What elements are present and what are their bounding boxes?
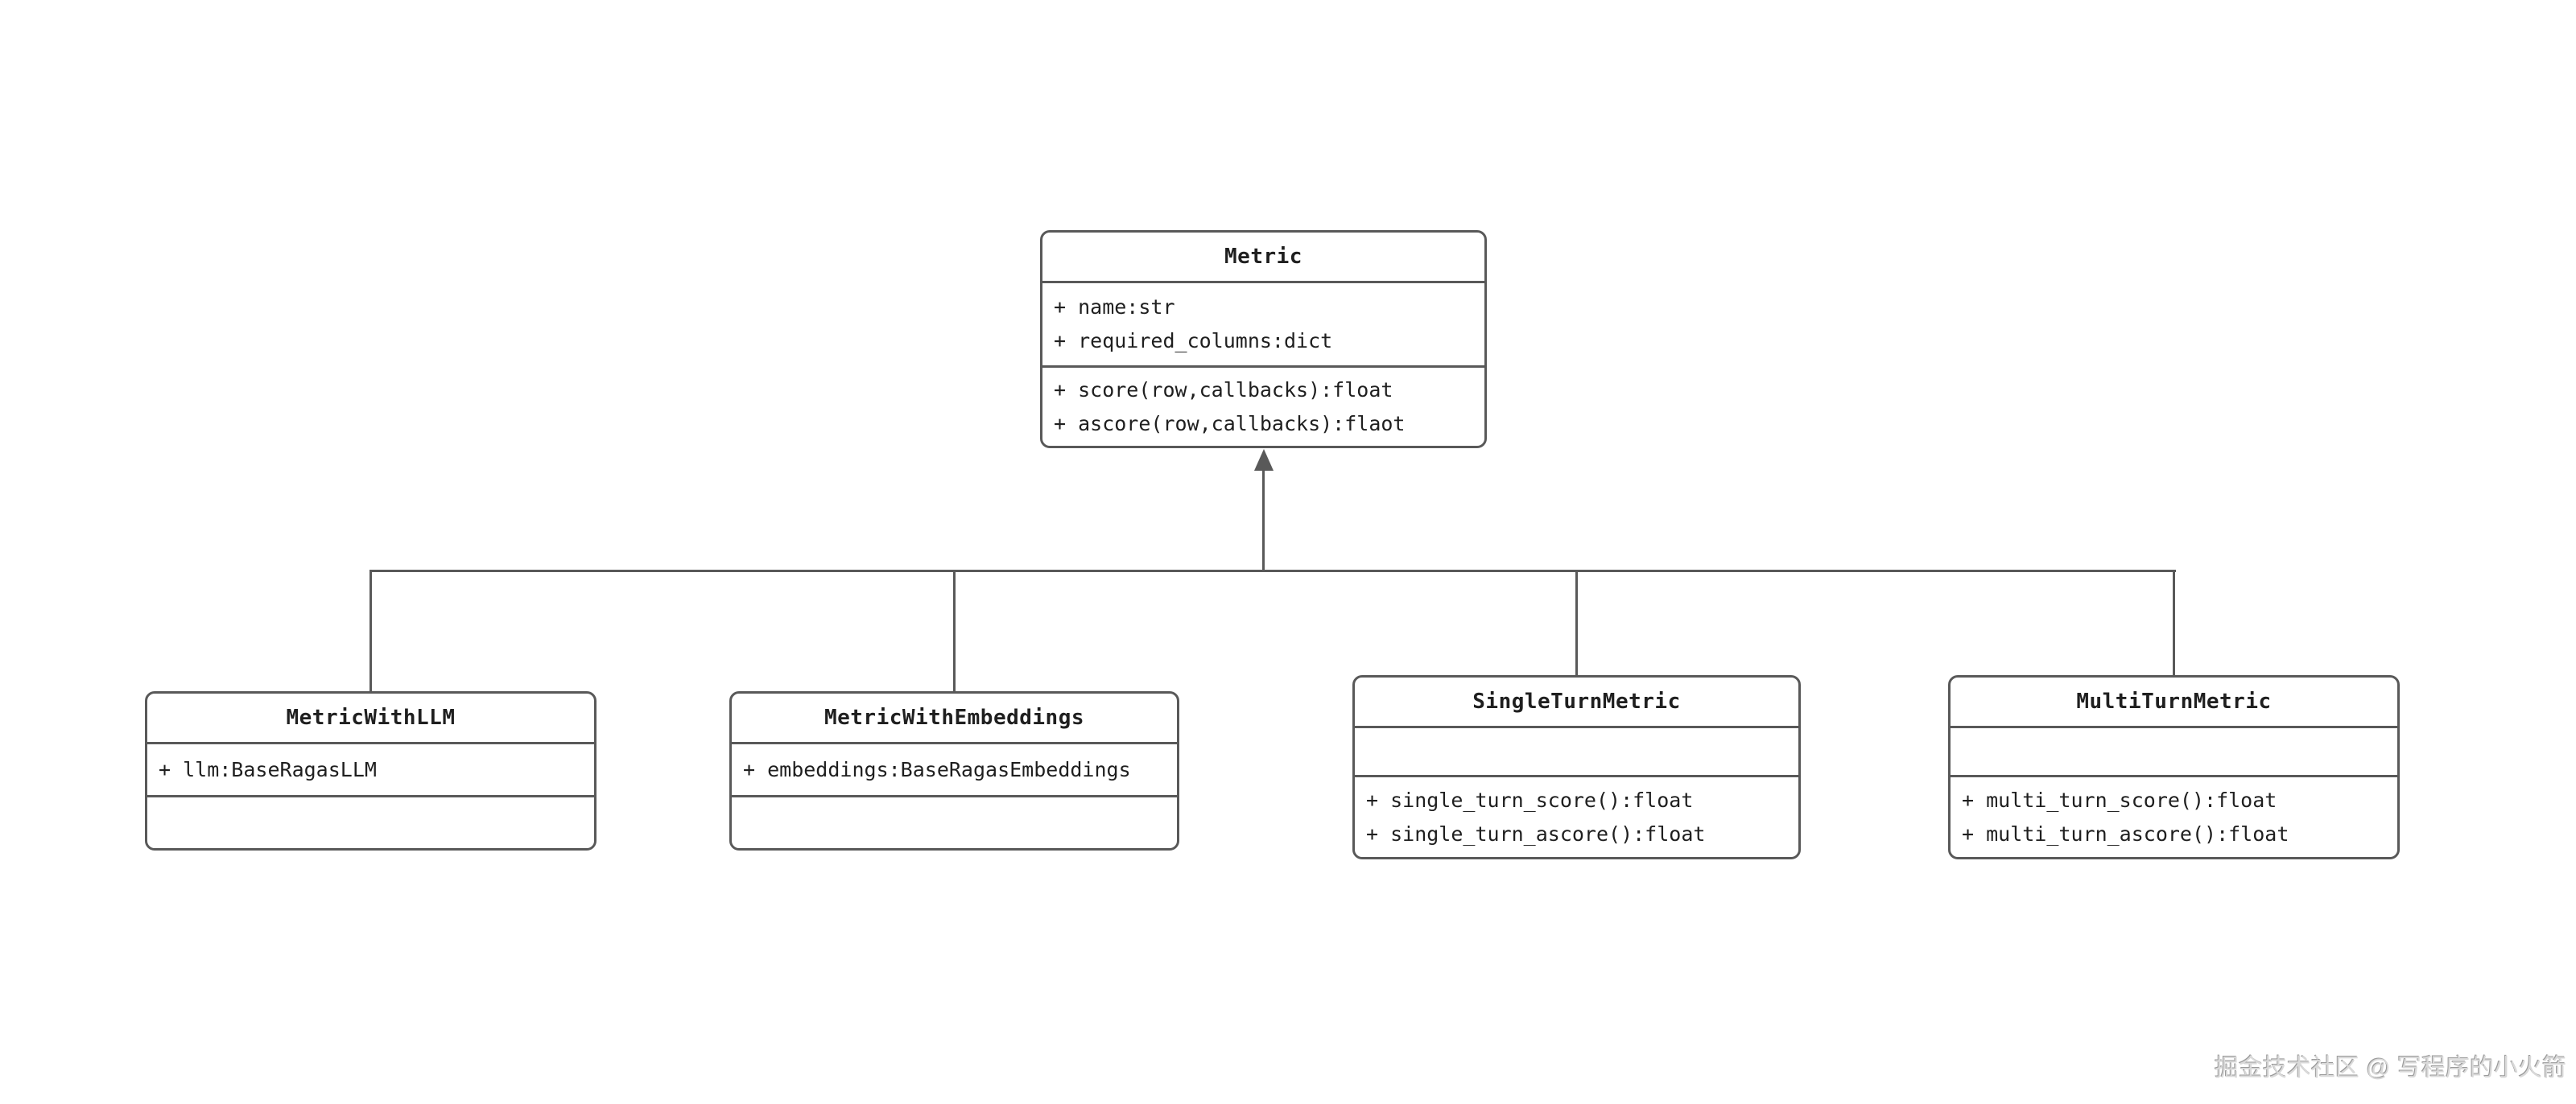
- class-title-metric: Metric: [1224, 245, 1302, 269]
- class-method: + multi_turn_ascore():float: [1962, 822, 2289, 846]
- connector-multi-turn-metric: [2173, 570, 2175, 675]
- class-attributes-section-empty: [1355, 726, 1798, 775]
- class-attributes-section-empty: [1951, 726, 2397, 775]
- class-attributes-section: + name:str + required_columns:dict: [1042, 281, 1484, 365]
- class-method: + single_turn_ascore():float: [1366, 822, 1706, 846]
- class-method: + score(row,callbacks):float: [1054, 377, 1393, 402]
- class-method: + multi_turn_score():float: [1962, 788, 2277, 812]
- class-methods-section: + single_turn_score():float + single_tur…: [1355, 775, 1798, 857]
- class-method: + single_turn_score():float: [1366, 788, 1694, 812]
- class-attribute: + embeddings:BaseRagasEmbeddings: [743, 757, 1131, 781]
- class-attribute: + llm:BaseRagasLLM: [159, 757, 377, 781]
- inheritance-arrow-stem: [1262, 467, 1265, 572]
- class-methods-section: + score(row,callbacks):float + ascore(ro…: [1042, 365, 1484, 446]
- connector-metric-with-embeddings: [953, 570, 956, 691]
- class-box-metric-with-llm: MetricWithLLM + llm:BaseRagasLLM: [145, 691, 597, 851]
- class-title-metric-with-embeddings: MetricWithEmbeddings: [824, 706, 1085, 730]
- class-title-multi-turn-metric: MultiTurnMetric: [2076, 690, 2272, 714]
- class-attribute: + required_columns:dict: [1054, 329, 1333, 352]
- class-box-metric-with-embeddings: MetricWithEmbeddings + embeddings:BaseRa…: [729, 691, 1179, 851]
- watermark-text: 掘金技术社区 @ 写程序的小火箭: [2214, 1055, 2566, 1081]
- class-title-metric-with-llm: MetricWithLLM: [286, 706, 456, 730]
- class-attribute: + name:str: [1054, 295, 1175, 319]
- inheritance-bus-line: [369, 570, 2176, 572]
- connector-metric-with-llm: [369, 570, 372, 691]
- class-title-single-turn-metric: SingleTurnMetric: [1472, 690, 1681, 714]
- class-method: + ascore(row,callbacks):flaot: [1054, 411, 1406, 435]
- class-box-metric: Metric + name:str + required_columns:dic…: [1040, 230, 1487, 448]
- class-methods-section-empty: [732, 795, 1177, 848]
- class-box-single-turn-metric: SingleTurnMetric + single_turn_score():f…: [1352, 675, 1801, 859]
- class-methods-section: + multi_turn_score():float + multi_turn_…: [1951, 775, 2397, 857]
- connector-single-turn-metric: [1575, 570, 1578, 675]
- class-methods-section-empty: [147, 795, 594, 848]
- class-box-multi-turn-metric: MultiTurnMetric + multi_turn_score():flo…: [1948, 675, 2400, 859]
- class-attributes-section: + embeddings:BaseRagasEmbeddings: [732, 742, 1177, 795]
- class-attributes-section: + llm:BaseRagasLLM: [147, 742, 594, 795]
